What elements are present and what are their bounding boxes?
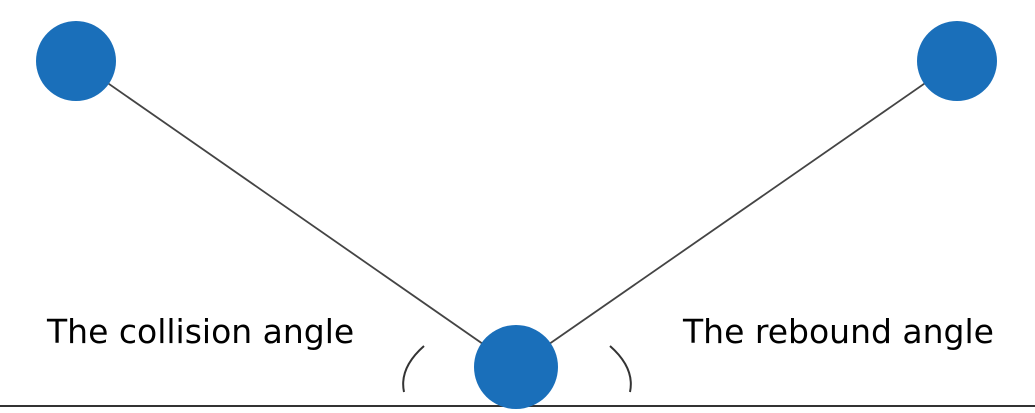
end-ball: [917, 21, 997, 101]
start-ball: [36, 21, 116, 101]
rebound-angle-arc: [609, 345, 632, 393]
rebound-angle-label: The rebound angle: [683, 312, 994, 351]
rebound-path-line: [515, 60, 958, 368]
impact-ball: [474, 325, 558, 409]
incoming-path-line: [75, 60, 517, 368]
collision-angle-label: The collision angle: [47, 312, 355, 351]
collision-angle-arc: [402, 345, 425, 393]
